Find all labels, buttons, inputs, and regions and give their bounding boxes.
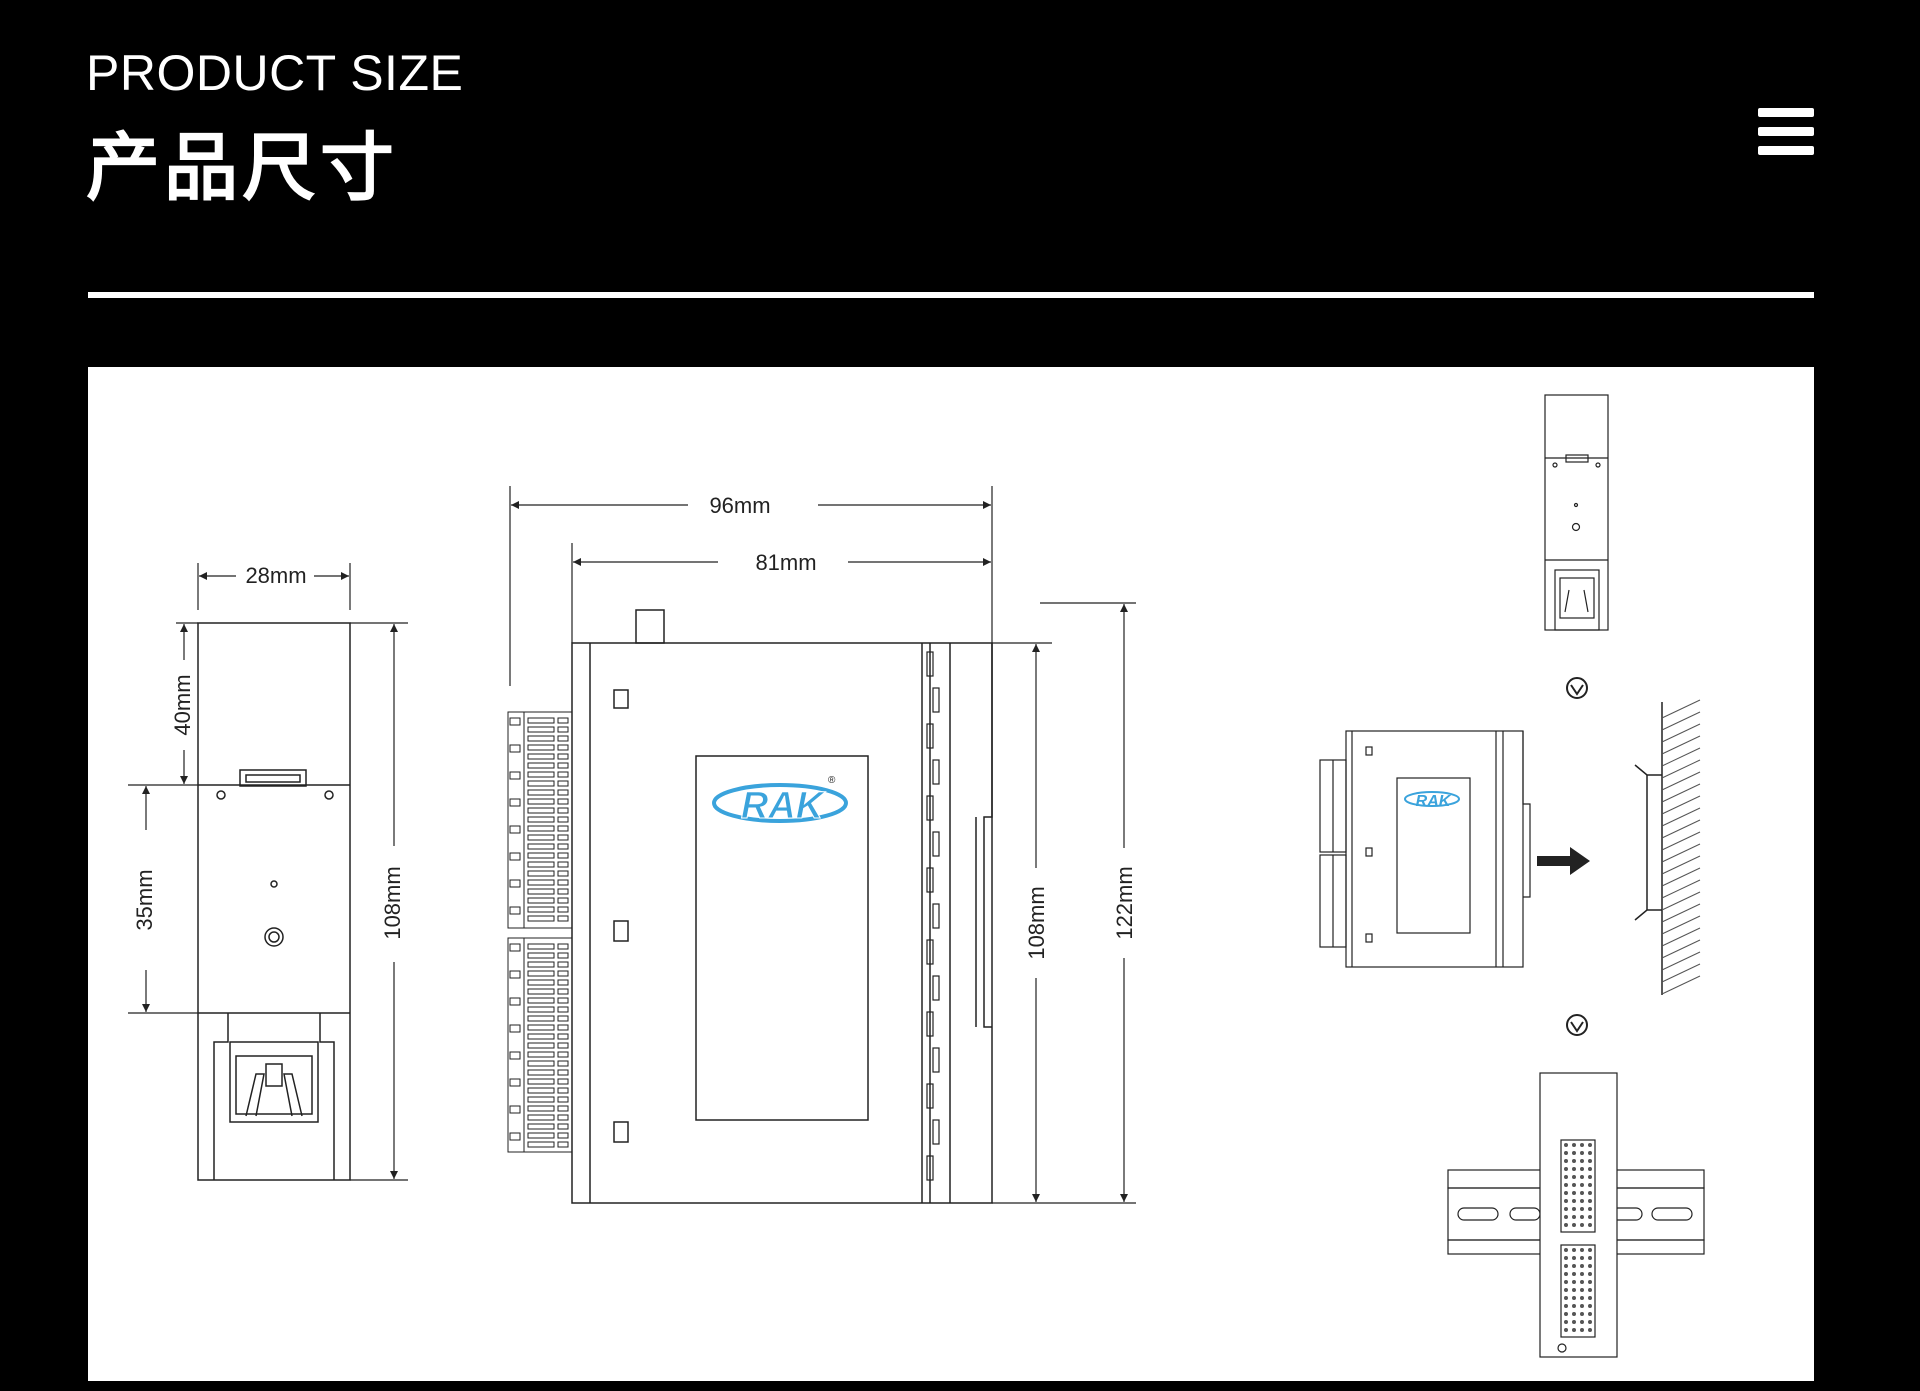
dim-front-body-width: 81mm (755, 550, 816, 575)
small-logo: RAK (1404, 791, 1460, 810)
svg-text:®: ® (828, 775, 836, 786)
header-divider (88, 292, 1814, 298)
down-arrow-icon (1566, 677, 1588, 699)
terminal-block (507, 711, 573, 1153)
dim-front-total-height: 122mm (1112, 866, 1137, 939)
install-step-2 (1319, 730, 1531, 968)
terminal-dots (1564, 1143, 1592, 1332)
front-dimensions (509, 486, 1136, 1204)
side-view (197, 622, 351, 1181)
right-arrow-icon (1537, 847, 1590, 875)
dim-side-total-height: 108mm (380, 866, 405, 939)
svg-text:RAK: RAK (741, 785, 826, 827)
front-rail-slots (926, 651, 940, 1181)
dim-side-width: 28mm (245, 563, 306, 588)
svg-text:RAK: RAK (1416, 793, 1452, 810)
dimension-drawing: 28mm 40mm 35mm 108mm RAK ® (128, 394, 1705, 1358)
dim-front-total-width: 96mm (709, 493, 770, 518)
wall-hatch (1661, 699, 1701, 995)
title-chinese: 产品尺寸 (86, 125, 398, 211)
hamburger-menu-icon[interactable] (1758, 108, 1814, 156)
front-view (571, 609, 993, 1204)
rak-logo: RAK ® (712, 775, 848, 828)
down-arrow-icon-2 (1566, 1014, 1588, 1036)
install-step-3 (1447, 1072, 1705, 1358)
dimension-drawing-panel: 28mm 40mm 35mm 108mm RAK ® (88, 367, 1814, 1381)
din-rail-side (1634, 702, 1663, 995)
dim-front-body-height: 108mm (1024, 886, 1049, 959)
dim-side-mid-height: 35mm (132, 869, 157, 930)
install-step-1 (1544, 394, 1609, 631)
title-english: PRODUCT SIZE (86, 45, 464, 101)
side-dimensions (128, 563, 408, 1181)
dim-side-top-height: 40mm (170, 674, 195, 735)
